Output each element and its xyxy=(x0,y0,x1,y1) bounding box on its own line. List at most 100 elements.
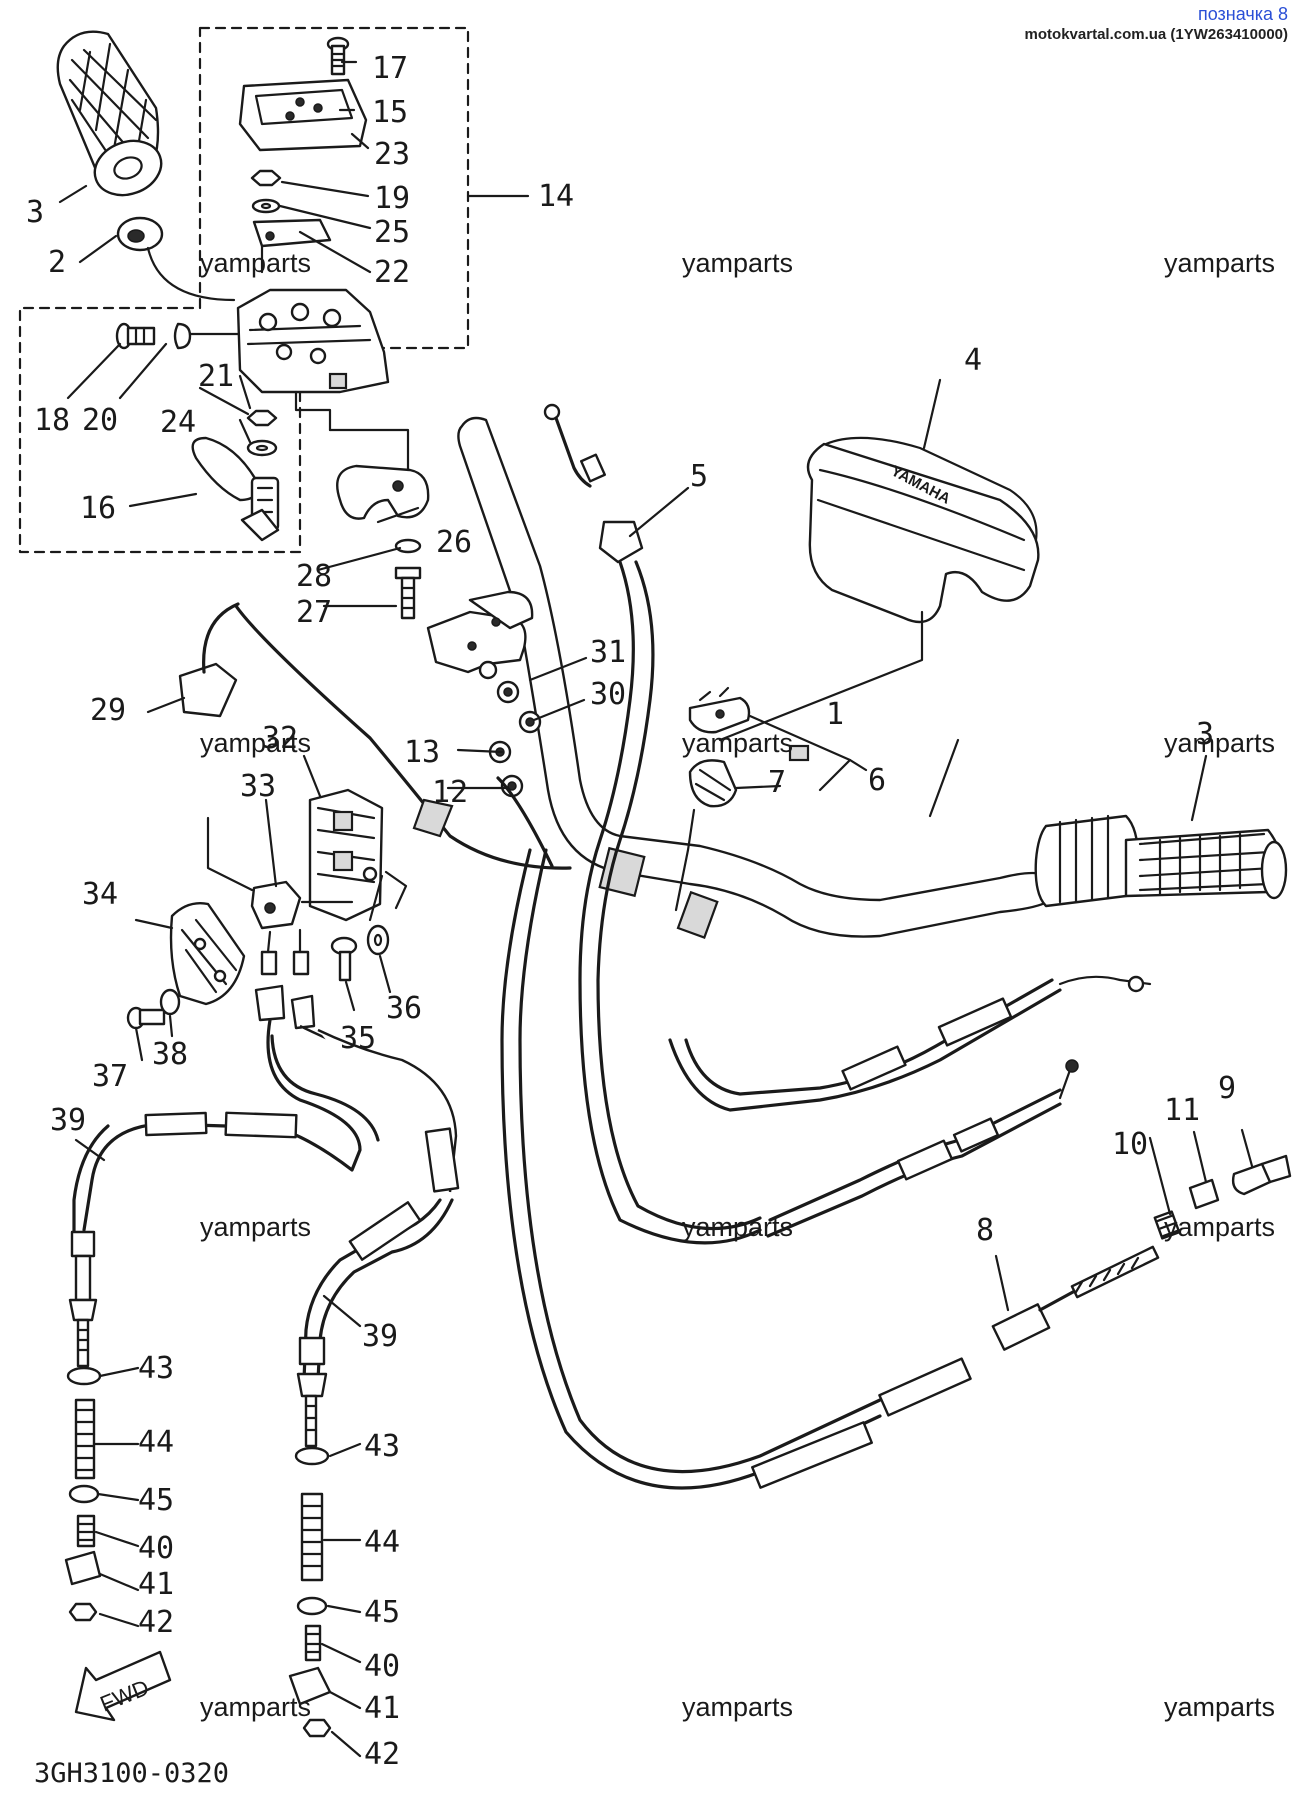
source-site: motokvartal.com.ua (1YW263410000) xyxy=(1024,25,1288,43)
callout-25: 25 xyxy=(374,215,410,250)
left-adjuster-stack xyxy=(64,1230,102,1622)
callout-2: 2 xyxy=(48,245,66,280)
watermark: yamparts xyxy=(682,248,793,278)
adjuster-9 xyxy=(1231,1154,1292,1196)
throttle-cable-5 xyxy=(543,403,762,1245)
watermark: yamparts xyxy=(1164,1692,1275,1722)
left-grip-3 xyxy=(56,30,163,197)
switch-housing xyxy=(236,288,390,394)
callout-45: 45 xyxy=(138,1483,174,1518)
callout-44: 44 xyxy=(138,1425,174,1460)
watermarks: yamparts yamparts yamparts yamparts yamp… xyxy=(200,248,1275,1722)
clamp-26 xyxy=(336,464,430,520)
callout-36: 36 xyxy=(386,991,422,1026)
watermark: yamparts xyxy=(1164,1212,1275,1242)
brake-cable-39 xyxy=(72,1018,460,1382)
callout-30: 30 xyxy=(590,677,626,712)
callout-28: 28 xyxy=(296,559,332,594)
watermark: yamparts xyxy=(200,248,311,278)
right-grip-3 xyxy=(1034,814,1288,908)
callout-7: 7 xyxy=(768,765,786,800)
callout-numbers: 1 2 3 3 4 5 6 7 8 9 10 11 12 13 14 15 16… xyxy=(26,51,1236,1772)
watermark: yamparts xyxy=(200,1212,311,1242)
callout-43: 43 xyxy=(138,1351,174,1386)
clip-20 xyxy=(173,322,192,350)
callout-16: 16 xyxy=(80,491,116,526)
control-cables xyxy=(500,848,1160,1490)
callout-13: 13 xyxy=(404,735,440,770)
callout-44-right: 44 xyxy=(364,1525,400,1560)
callout-3: 3 xyxy=(26,195,44,230)
switch-cover-15 xyxy=(238,78,368,152)
callout-8: 8 xyxy=(976,1213,994,1248)
spring-10 xyxy=(1153,1210,1181,1240)
washer-38 xyxy=(159,988,181,1016)
callout-40-right: 40 xyxy=(364,1649,400,1684)
screw-27 xyxy=(394,566,422,620)
switch-assembly xyxy=(115,36,430,620)
watermark: yamparts xyxy=(682,728,793,758)
page-mark: позначка 8 xyxy=(1197,4,1288,24)
callout-3-right: 3 xyxy=(1196,717,1214,752)
callout-27: 27 xyxy=(296,595,332,630)
callout-15: 15 xyxy=(372,95,408,130)
bar-pad-4: YAMAHA xyxy=(718,436,1040,742)
nut-19 xyxy=(250,169,282,187)
callout-33: 33 xyxy=(240,769,276,804)
callout-5: 5 xyxy=(690,459,708,494)
brake-cable-29 xyxy=(178,602,572,870)
cable-joint-33 xyxy=(206,816,354,930)
callout-39-right: 39 xyxy=(362,1319,398,1354)
cable-ends-33 xyxy=(254,928,316,1030)
fwd-arrow: FWD xyxy=(74,1650,172,1722)
washer-28 xyxy=(394,538,422,554)
callout-43-right: 43 xyxy=(364,1429,400,1464)
screw-17 xyxy=(326,36,350,76)
watermark: yamparts xyxy=(1164,248,1275,278)
callout-11: 11 xyxy=(1164,1093,1200,1128)
callout-19: 19 xyxy=(374,181,410,216)
callout-17: 17 xyxy=(372,51,408,86)
washer-25 xyxy=(251,198,281,214)
callout-9: 9 xyxy=(1218,1071,1236,1106)
callout-21: 21 xyxy=(198,359,234,394)
screw-35 xyxy=(330,936,358,982)
switch-7 xyxy=(674,744,810,912)
callout-4: 4 xyxy=(964,343,982,378)
watermark: yamparts xyxy=(682,1692,793,1722)
callout-41: 41 xyxy=(138,1567,174,1602)
screw-37 xyxy=(126,1006,166,1030)
callout-32: 32 xyxy=(262,721,298,756)
grip-ring-2 xyxy=(116,216,236,302)
callout-23: 23 xyxy=(374,137,410,172)
callout-6: 6 xyxy=(868,763,886,798)
callout-1: 1 xyxy=(826,697,844,732)
callout-34: 34 xyxy=(82,877,118,912)
callout-22: 22 xyxy=(374,255,410,290)
callout-45-right: 45 xyxy=(364,1595,400,1630)
callout-20: 20 xyxy=(82,403,118,438)
cover-34 xyxy=(169,902,246,1006)
watermark: yamparts xyxy=(200,1692,311,1722)
callout-38: 38 xyxy=(152,1037,188,1072)
callout-26: 26 xyxy=(436,525,472,560)
washer-36 xyxy=(366,924,390,956)
callout-18: 18 xyxy=(34,403,70,438)
callout-35: 35 xyxy=(340,1021,376,1056)
watermark: yamparts xyxy=(682,1212,793,1242)
callout-41-right: 41 xyxy=(364,1691,400,1726)
choke-lever-16 xyxy=(191,436,280,542)
callout-42: 42 xyxy=(138,1605,174,1640)
callout-31: 31 xyxy=(590,635,626,670)
clip-11 xyxy=(1188,1178,1220,1210)
brake-lever-assembly xyxy=(426,590,542,798)
watermark: yamparts xyxy=(1164,728,1275,758)
callout-29: 29 xyxy=(90,693,126,728)
callout-14: 14 xyxy=(538,179,574,214)
callout-12: 12 xyxy=(432,775,468,810)
nut-21 xyxy=(246,409,278,427)
callout-40: 40 xyxy=(138,1531,174,1566)
screw-18 xyxy=(115,322,156,350)
callout-10: 10 xyxy=(1112,1127,1148,1162)
